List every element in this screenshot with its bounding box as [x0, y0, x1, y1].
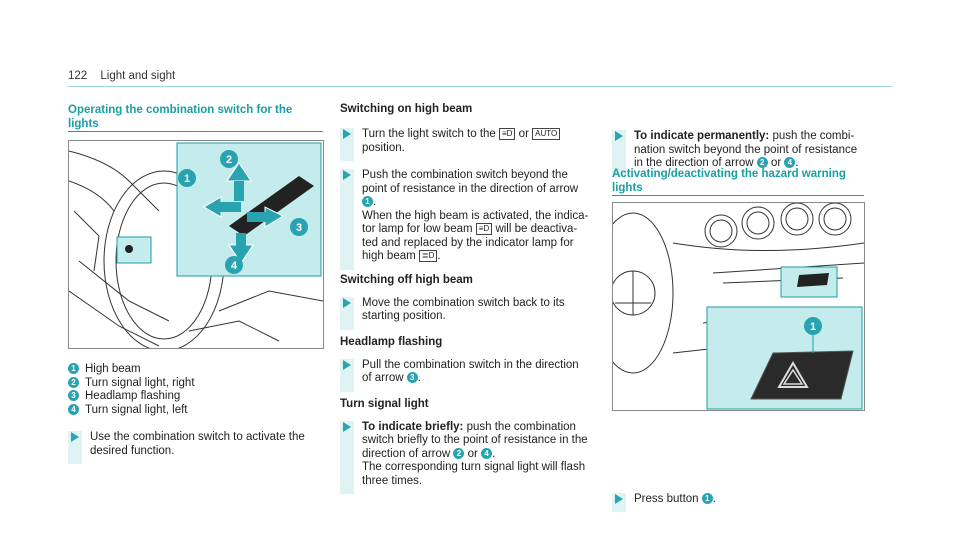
callout-3 [290, 218, 308, 236]
auto-light-symbol-icon: AUTO [532, 128, 561, 140]
instruction-step: Push the combination switch beyond the p… [340, 169, 615, 270]
instruction-step-permanent: To indicate permanently: push the combi-… [612, 130, 914, 177]
hazard-triangle-icon [777, 361, 809, 388]
column-2: Switching on high beam Turn the light sw… [340, 103, 615, 494]
hazard-button [750, 350, 854, 400]
instruction-step: Turn the light switch to the ≡D or AUTO … [340, 128, 615, 161]
hazard-switch-figure: 1 [592, 202, 865, 411]
callout-2 [220, 150, 238, 168]
callout-4 [225, 256, 243, 274]
section-title-combination-switch: Operating the combination switch for the… [68, 103, 292, 131]
switch-lever-small [125, 245, 133, 253]
low-beam-symbol-icon: ≡D [499, 128, 516, 140]
section-rule [68, 131, 323, 132]
page-number: 122 [68, 70, 88, 82]
svg-text:1: 1 [810, 321, 816, 333]
combination-switch-illustration: 2 1 3 4 [68, 142, 324, 352]
step-arrow-icon [343, 359, 351, 370]
chapter-title: Light and sight [100, 70, 176, 82]
subheading-headlamp-flashing: Headlamp flashing [340, 335, 443, 348]
combination-switch-figure: 2 1 3 4 [68, 140, 324, 352]
subheading-high-beam-off: Switching off high beam [340, 273, 473, 286]
step-arrow-icon [615, 493, 623, 504]
svg-text:1: 1 [184, 173, 190, 185]
header-rule [68, 86, 892, 87]
instruction-step: Use the combination switch to activate t… [68, 431, 350, 464]
page-header: 122 Light and sight [68, 70, 175, 82]
step-arrow-icon [343, 129, 351, 139]
title-line: Operating the combination switch for the [68, 104, 293, 116]
step-arrow-icon [343, 170, 351, 180]
svg-text:2: 2 [226, 154, 232, 166]
instruction-step-press: Press button 1. [612, 492, 834, 512]
dashboard-illustration: 1 [592, 202, 865, 410]
step-arrow-icon [615, 131, 623, 141]
section-title-hazard-lights: Activating/deactivating the hazard warni… [612, 167, 846, 195]
callout-1 [804, 317, 822, 335]
svg-text:3: 3 [296, 222, 302, 234]
step-arrow-icon [343, 297, 351, 308]
switch-location-box [116, 236, 152, 264]
title-line: lights [68, 118, 99, 130]
instruction-step: To indicate briefly: push the combinatio… [340, 420, 615, 494]
title-line: Activating/deactivating the hazard warni… [612, 168, 846, 180]
svg-text:4: 4 [231, 260, 238, 272]
step-arrow-icon [71, 432, 79, 442]
high-beam-symbol-icon: ≣D [418, 250, 438, 262]
subheading-high-beam-on: Switching on high beam [340, 103, 473, 115]
low-beam-symbol-icon: ≡D [475, 223, 493, 235]
callout-1 [178, 169, 196, 187]
step-arrow-icon [343, 421, 351, 432]
subheading-turn-signal: Turn signal light [340, 397, 429, 410]
title-line: lights [612, 182, 643, 194]
instruction-step: Move the combination switch back to its … [340, 296, 615, 330]
zoom-highlight-panel [176, 142, 322, 277]
section-rule [612, 195, 864, 196]
instruction-step: Pull the combination switch in the direc… [340, 358, 615, 392]
